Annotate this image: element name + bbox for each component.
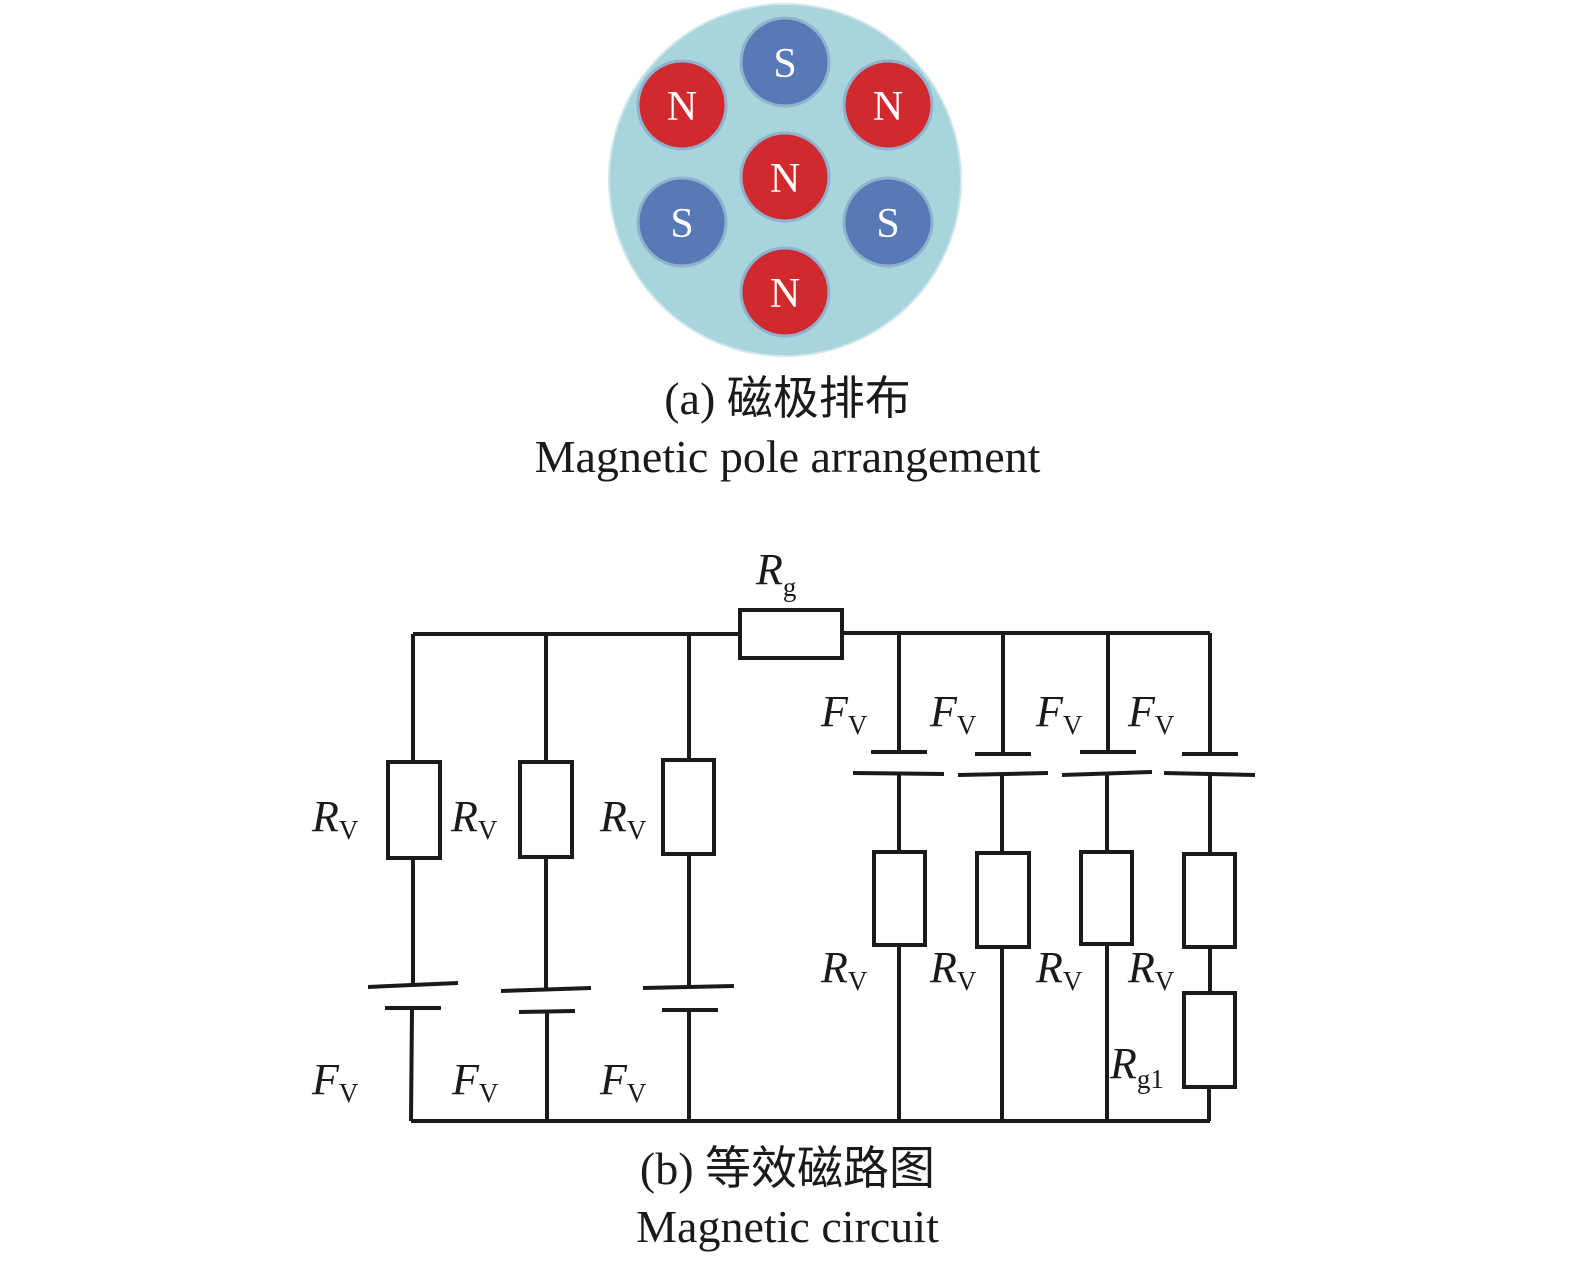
caption-a-chinese: (a) 磁极排布 bbox=[664, 373, 911, 424]
magnet-pole-label: N bbox=[667, 84, 697, 130]
label-gap-reluctance: Rg1 bbox=[1109, 1039, 1164, 1094]
label-mmf-left-2: FV bbox=[451, 1055, 499, 1108]
label-reluctance-right-4: RV bbox=[1127, 943, 1175, 996]
gap-resistor bbox=[1182, 991, 1237, 1089]
label-mmf-right-2: FV bbox=[929, 687, 977, 740]
branch-resistor bbox=[975, 851, 1031, 949]
source-plate-long bbox=[1061, 770, 1153, 777]
magnet-pole-label: N bbox=[873, 84, 903, 130]
caption-a-english: Magnetic pole arrangement bbox=[534, 431, 1041, 482]
magnet-pole-top: S bbox=[739, 16, 831, 108]
label-reluctance-left-2: RV bbox=[450, 792, 498, 845]
pole-arrangement: S N N N S S N bbox=[608, 3, 962, 357]
branch-resistor bbox=[518, 760, 574, 859]
magnet-pole-label: N bbox=[770, 271, 800, 317]
magnet-pole-label: S bbox=[670, 201, 693, 247]
caption-b-english: Magnetic circuit bbox=[636, 1201, 939, 1252]
air-gap-resistor bbox=[738, 608, 844, 660]
label-air-gap-reluctance: Rg bbox=[755, 545, 796, 602]
caption-b-chinese: (b) 等效磁路图 bbox=[639, 1143, 936, 1194]
branch-left-2 bbox=[500, 634, 592, 1121]
source-plate-long bbox=[957, 771, 1049, 777]
branch-right-2 bbox=[957, 633, 1049, 1121]
branch-right-1 bbox=[852, 633, 945, 1121]
branch-left-3 bbox=[642, 634, 735, 1121]
branch-left-1 bbox=[367, 634, 459, 1122]
magnet-pole-label: N bbox=[770, 156, 800, 202]
magnet-pole-lower-right: S bbox=[842, 176, 934, 268]
magnet-pole-upper-right: N bbox=[842, 59, 934, 151]
label-reluctance-right-3: RV bbox=[1035, 943, 1083, 996]
magnetic-circuit bbox=[367, 608, 1256, 1123]
branch-right-4 bbox=[1163, 633, 1256, 1121]
label-mmf-left-1: FV bbox=[311, 1055, 359, 1108]
label-reluctance-right-1: RV bbox=[820, 943, 868, 996]
branch-right-3 bbox=[1061, 633, 1153, 1121]
source-plate-long bbox=[500, 986, 592, 993]
source-plate-long bbox=[1163, 771, 1256, 777]
source-plate-long bbox=[852, 771, 945, 776]
magnet-pole-lower-left: S bbox=[636, 176, 728, 268]
source-plate-short bbox=[518, 1009, 576, 1014]
source-plate-long bbox=[642, 984, 735, 990]
source-plate-long bbox=[367, 981, 459, 989]
label-reluctance-left-3: RV bbox=[599, 792, 647, 845]
magnet-pole-label: S bbox=[876, 201, 899, 247]
magnet-pole-label: S bbox=[773, 41, 796, 87]
branch-resistor bbox=[1079, 850, 1134, 946]
branch-resistor bbox=[1182, 852, 1237, 949]
label-mmf-right-4: FV bbox=[1127, 687, 1175, 740]
label-mmf-left-3: FV bbox=[599, 1055, 647, 1108]
branch-resistor bbox=[386, 760, 442, 860]
branch-resistor bbox=[661, 758, 716, 856]
magnet-pole-bottom: N bbox=[739, 246, 831, 338]
circuit-labels: Rg RV RV RV FV FV FV FV FV FV FV RV RV R… bbox=[311, 545, 1175, 1108]
label-reluctance-right-2: RV bbox=[929, 943, 977, 996]
label-mmf-right-3: FV bbox=[1035, 687, 1083, 740]
magnet-pole-center: N bbox=[739, 131, 831, 223]
label-reluctance-left-1: RV bbox=[311, 792, 359, 845]
label-mmf-right-1: FV bbox=[820, 687, 868, 740]
magnet-pole-upper-left: N bbox=[636, 59, 728, 151]
branch-resistor bbox=[872, 850, 927, 947]
